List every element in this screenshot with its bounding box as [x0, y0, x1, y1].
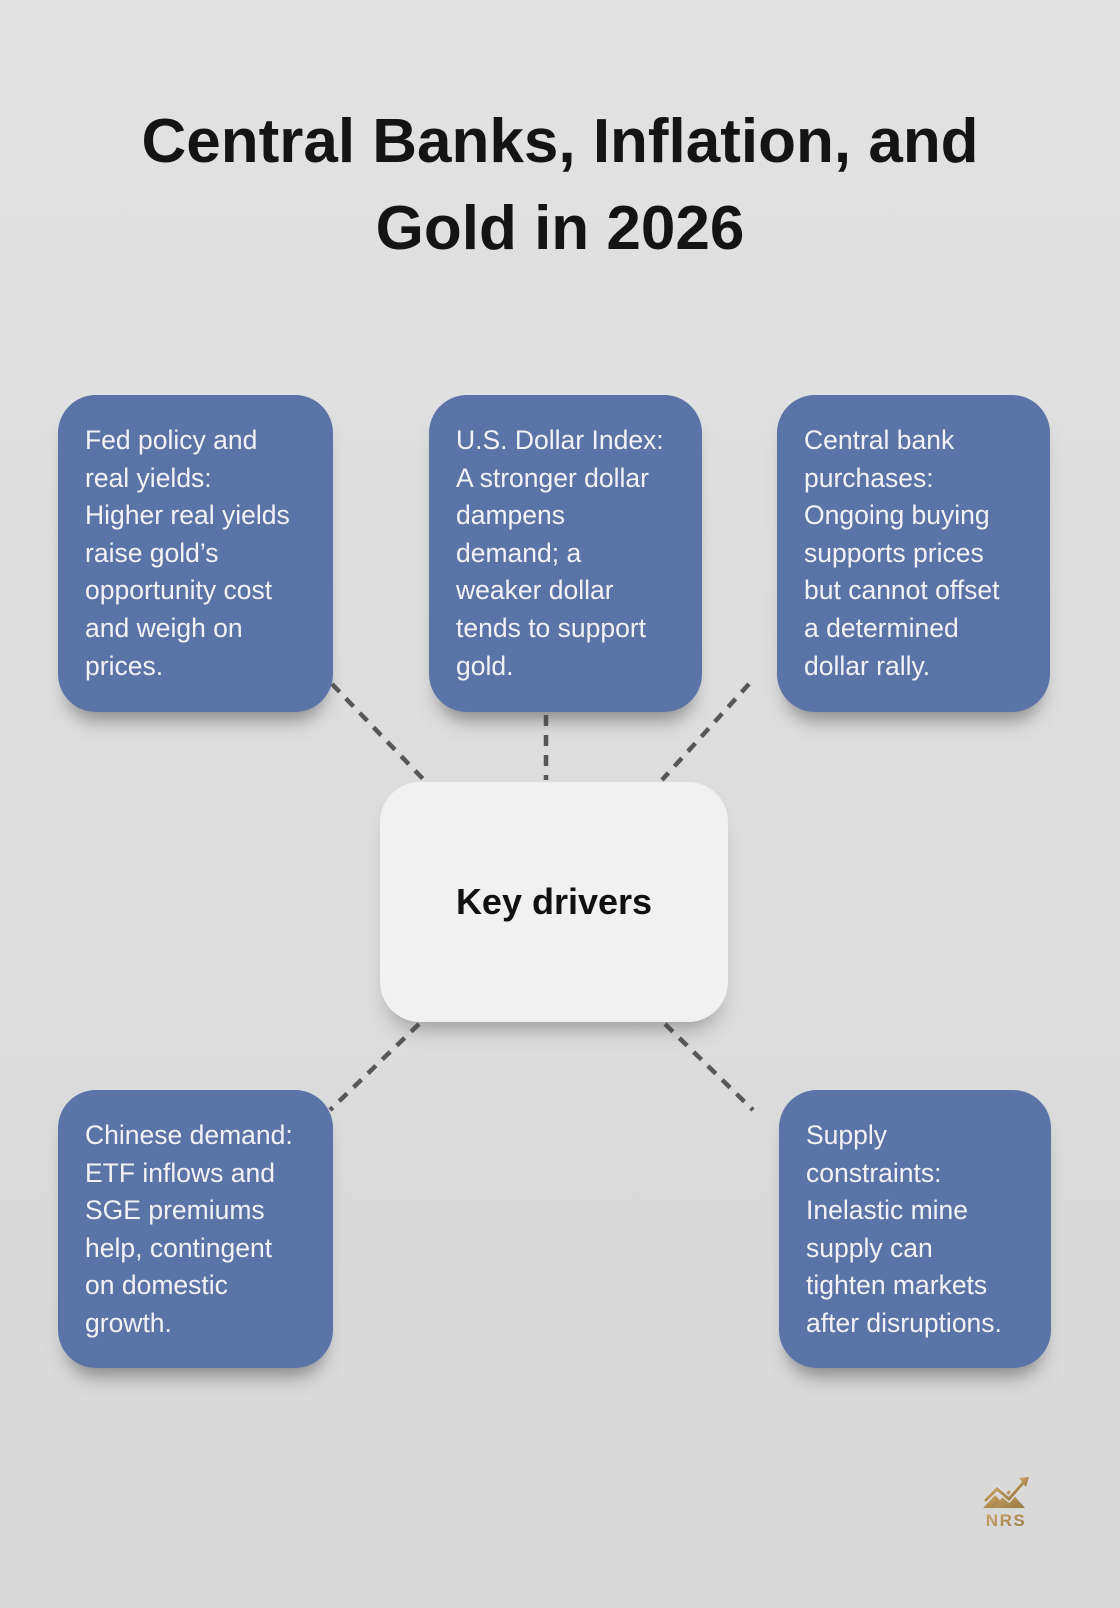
- driver-card-supply-constraints: Supply constraints: Inelastic mine suppl…: [779, 1090, 1051, 1368]
- mountain-arrow-icon: [982, 1477, 1029, 1508]
- nrs-logo: NRS: [982, 1477, 1029, 1530]
- center-node-label: Key drivers: [455, 881, 653, 922]
- driver-card-central-bank-purchases: Central bank purchases: Ongoing buying s…: [777, 395, 1050, 712]
- driver-card-dollar-index: U.S. Dollar Index: A stronger dollar dam…: [429, 395, 702, 712]
- center-node: Key drivers: [380, 782, 728, 1022]
- connector-central-bank-purchases: [660, 682, 751, 782]
- driver-card-fed-policy: Fed policy and real yields: Higher real …: [58, 395, 333, 712]
- driver-card-chinese-demand: Chinese demand: ETF inflows and SGE prem…: [58, 1090, 333, 1368]
- connector-chinese-demand: [328, 1022, 421, 1112]
- nrs-logo-text: NRS: [986, 1511, 1026, 1530]
- connector-supply-constraints: [663, 1022, 755, 1112]
- connector-fed-policy: [330, 682, 426, 782]
- page-title: Central Banks, Inflation, and Gold in 20…: [141, 107, 979, 263]
